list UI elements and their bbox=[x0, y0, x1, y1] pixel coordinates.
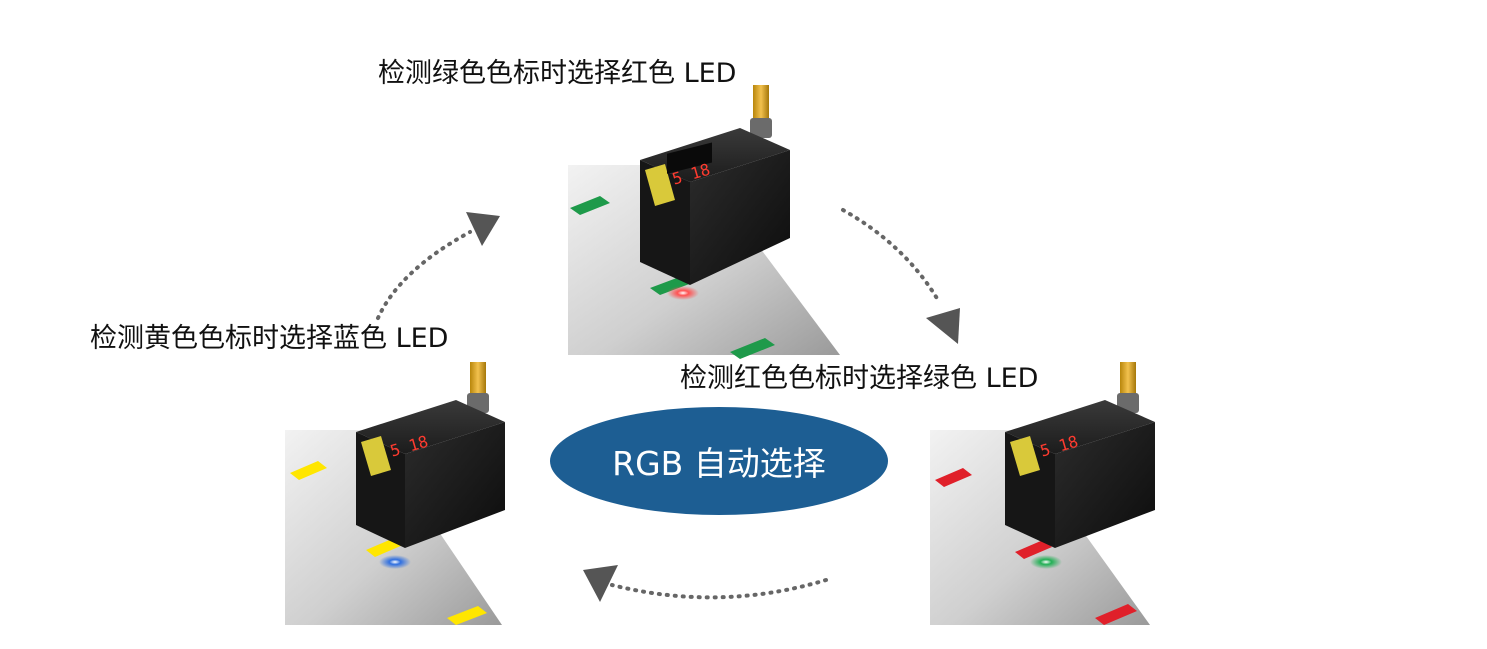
sensor-group-right: 5 18 bbox=[930, 362, 1155, 625]
red-mark-right-2 bbox=[1015, 540, 1052, 559]
green-light-spot bbox=[1030, 555, 1062, 569]
sensor-device-top: 5 18 bbox=[640, 85, 790, 285]
cycle-arrows bbox=[376, 208, 960, 602]
center-label: RGB 自动选择 bbox=[612, 444, 826, 483]
blue-light-spot bbox=[379, 555, 411, 569]
arrow-right-to-left-head bbox=[583, 565, 618, 602]
sensor-device-left: 5 18 bbox=[356, 362, 505, 548]
yellow-mark-left-3 bbox=[447, 606, 487, 625]
center-ellipse bbox=[550, 407, 888, 515]
green-mark-top-3 bbox=[730, 338, 775, 359]
sensor-device-right: 5 18 bbox=[1005, 362, 1155, 548]
yellow-mark-left-2 bbox=[366, 538, 403, 557]
caption-left: 检测黄色色标时选择蓝色 LED bbox=[90, 323, 449, 354]
yellow-mark-left-1 bbox=[290, 461, 327, 480]
red-mark-right-3 bbox=[1095, 604, 1137, 625]
sensor-group-left: 5 18 bbox=[285, 362, 505, 625]
green-mark-top-1 bbox=[570, 196, 610, 215]
red-light-spot bbox=[667, 286, 699, 300]
caption-right: 检测红色色标时选择绿色 LED bbox=[680, 363, 1039, 394]
sensor-group-top: 5 18 bbox=[568, 85, 840, 359]
arrow-top-to-right-path bbox=[841, 208, 940, 302]
red-mark-right-1 bbox=[935, 468, 972, 487]
caption-top: 检测绿色色标时选择红色 LED bbox=[378, 58, 737, 89]
arrow-left-to-top-path bbox=[376, 230, 472, 320]
arrow-right-to-left-path bbox=[610, 578, 828, 600]
arrow-left-to-top-head bbox=[466, 212, 500, 246]
arrow-top-to-right-head bbox=[926, 308, 960, 344]
